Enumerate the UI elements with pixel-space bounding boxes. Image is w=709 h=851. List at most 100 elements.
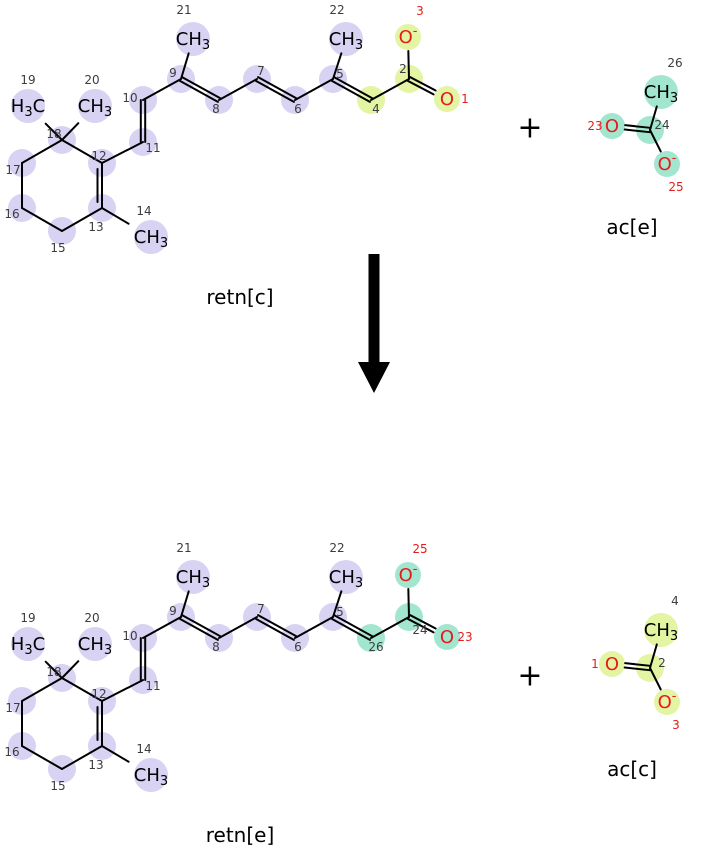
atom-number: 24 <box>654 118 669 132</box>
bond <box>333 614 374 638</box>
atom-highlight <box>134 220 168 254</box>
bond <box>180 52 190 80</box>
atom-number: 19 <box>20 611 35 625</box>
atom-number: 13 <box>88 758 103 772</box>
atom-highlight <box>176 22 210 56</box>
atom-number: 26 <box>368 640 383 654</box>
atom-number: 2 <box>399 62 407 76</box>
atom-highlight <box>78 89 112 123</box>
atom-highlight <box>11 627 45 661</box>
atom-highlight <box>654 689 680 715</box>
atom-number: 25 <box>412 542 427 556</box>
atom-highlight <box>329 22 363 56</box>
atom-highlight <box>134 758 168 792</box>
atom-highlight <box>599 113 625 139</box>
bond <box>178 79 219 103</box>
bond <box>649 643 658 669</box>
atom-number: 15 <box>50 241 65 255</box>
bond <box>332 590 343 618</box>
atom-number: 10 <box>122 629 137 643</box>
atom-number: 26 <box>667 56 682 70</box>
atom-highlight <box>644 75 678 109</box>
bond <box>407 587 410 618</box>
bond <box>101 679 144 702</box>
atom-number: 23 <box>457 630 472 644</box>
bond <box>623 128 651 134</box>
bond <box>61 745 103 770</box>
atom-number: 18 <box>46 665 61 679</box>
atom-number: 15 <box>50 779 65 793</box>
atom-number: 23 <box>587 119 602 133</box>
atom-number: 25 <box>668 180 683 194</box>
caption-ac-c: ac[c] <box>607 757 657 781</box>
atom-number: 19 <box>20 73 35 87</box>
atom-number: 7 <box>257 602 265 616</box>
bond <box>101 745 130 763</box>
atom-number: 11 <box>145 141 160 155</box>
atom-label: CH3 <box>644 82 678 106</box>
atom-highlight <box>434 624 460 650</box>
atom-label: O- <box>658 689 677 713</box>
plus-sign-top: + <box>517 110 543 146</box>
bond <box>61 122 80 141</box>
atom-number: 20 <box>84 611 99 625</box>
bond <box>624 662 652 667</box>
atom-number: 12 <box>91 149 106 163</box>
atom-number: 6 <box>294 102 302 116</box>
atom-number: 16 <box>4 745 19 759</box>
atom-label: H3C <box>11 634 45 658</box>
bond <box>21 677 63 702</box>
bond <box>61 660 80 679</box>
atom-label: O <box>440 627 454 648</box>
bond <box>181 76 222 100</box>
bond <box>61 139 103 164</box>
caption-ac-e: ac[e] <box>606 215 658 239</box>
atom-highlight <box>434 86 460 112</box>
atom-number: 17 <box>5 163 20 177</box>
bond <box>21 139 63 164</box>
atom-number: 11 <box>145 679 160 693</box>
atom-number: 12 <box>91 687 106 701</box>
atom-highlight <box>395 562 421 588</box>
atom-number: 17 <box>5 701 20 715</box>
atom-number: 16 <box>4 207 19 221</box>
atom-label: CH3 <box>329 29 363 53</box>
atom-label: CH3 <box>329 567 363 591</box>
atom-number: 3 <box>416 4 424 18</box>
atom-number: 24 <box>412 623 427 637</box>
atom-label: CH3 <box>78 634 112 658</box>
bond <box>370 78 410 101</box>
atom-highlight <box>599 651 625 677</box>
bond <box>257 76 298 100</box>
atom-number: 7 <box>257 64 265 78</box>
atom-number: 21 <box>176 3 191 17</box>
atom-label: CH3 <box>134 765 168 789</box>
bond <box>142 616 182 639</box>
caption-retn-c: retn[c] <box>206 285 274 309</box>
atom-highlight <box>329 560 363 594</box>
atom-highlight <box>395 24 421 50</box>
bond <box>406 79 435 96</box>
atom-number: 1 <box>461 92 469 106</box>
bond <box>294 78 334 101</box>
atom-label: O- <box>399 24 418 48</box>
atom-highlight <box>176 560 210 594</box>
atom-label: O <box>605 654 619 675</box>
bond <box>409 614 437 630</box>
atom-number: 14 <box>136 204 151 218</box>
bond <box>649 105 658 131</box>
bond <box>44 122 63 141</box>
atom-number: 9 <box>169 66 177 80</box>
atom-number: 5 <box>336 67 344 81</box>
bond <box>257 614 298 638</box>
bond <box>409 76 437 92</box>
atom-number: 10 <box>122 91 137 105</box>
bond <box>623 666 651 672</box>
atom-number: 5 <box>336 605 344 619</box>
